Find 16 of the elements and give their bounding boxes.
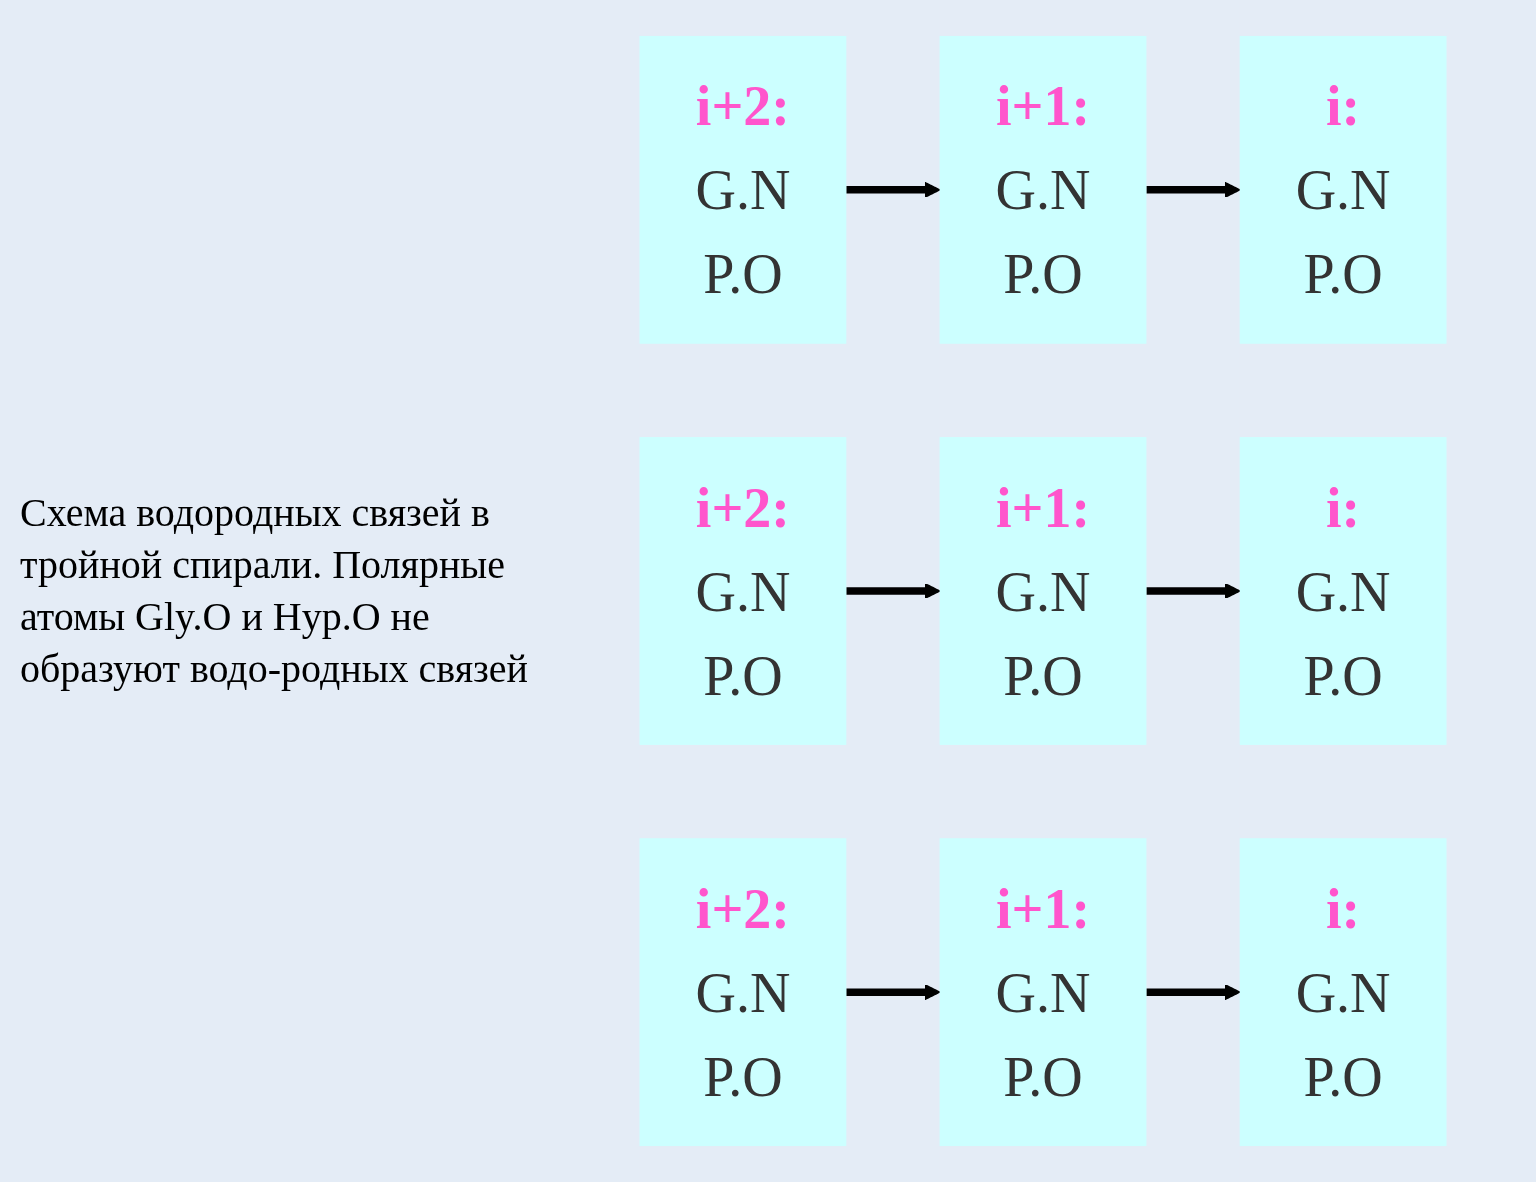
node-box: i+2: G.N P.O <box>639 35 847 344</box>
node-box: i+1: G.N P.O <box>939 437 1147 745</box>
node-box: i+1: G.N P.O <box>939 35 1147 344</box>
caption-text: Схема водородных связей в тройной спирали. Полярные атомы Gly.O и Hyp.O не образуют водо-родных связей <box>20 489 529 693</box>
node-box: i+1: G.N P.O <box>939 838 1147 1147</box>
node-box: i: G.N P.O <box>1239 35 1447 344</box>
arrow <box>846 181 941 199</box>
arrow <box>1146 181 1241 199</box>
node-box: i: G.N P.O <box>1239 838 1447 1147</box>
arrow <box>1146 582 1241 600</box>
arrow <box>846 582 941 600</box>
arrow <box>846 983 941 1001</box>
node-box: i+2: G.N P.O <box>639 838 847 1147</box>
node-box: i: G.N P.O <box>1239 437 1447 745</box>
node-box: i+2: G.N P.O <box>639 437 847 745</box>
arrow <box>1146 983 1241 1001</box>
